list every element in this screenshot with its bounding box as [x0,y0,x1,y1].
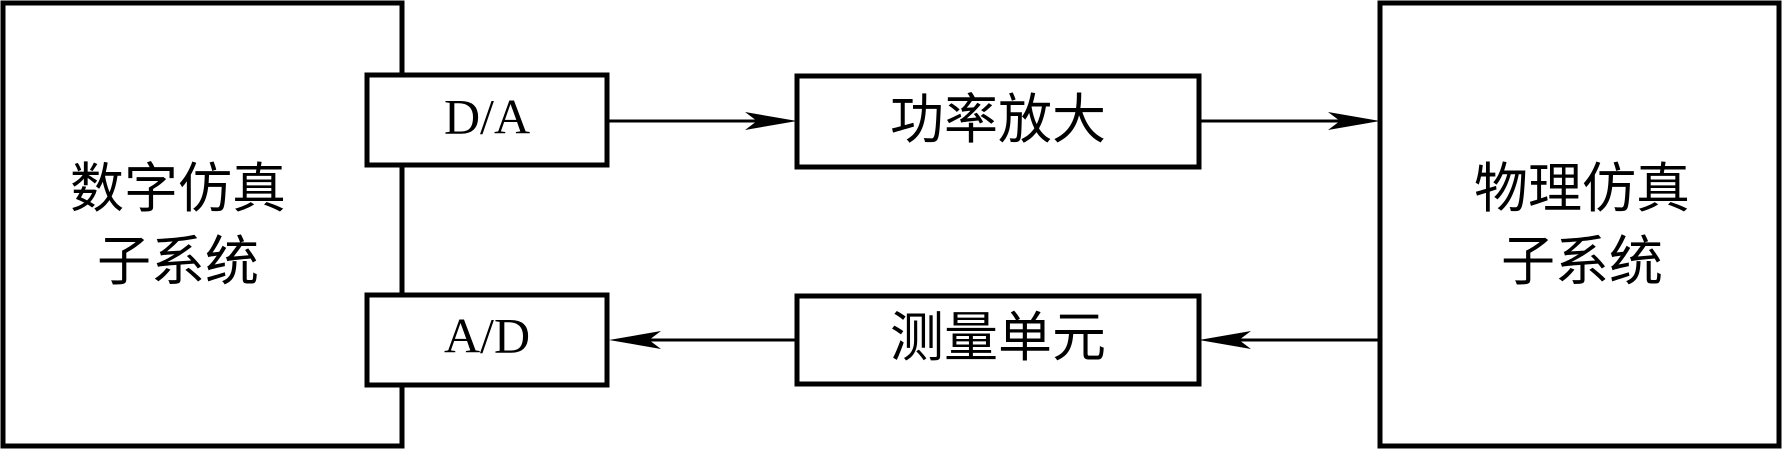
physical-subsystem-label-line2: 子系统 [1501,230,1663,293]
measurement-unit-label: 测量单元 [890,306,1106,369]
digital-subsystem-label-line1: 数字仿真 [70,157,286,220]
measurement-unit-block: 测量单元 [794,293,1202,387]
arrowhead-left-icon [609,331,661,349]
arrow-da-to-power-amplifier [609,112,797,130]
da-converter-block: D/A [364,72,610,168]
arrow-measurement-unit-to-ad [609,331,795,349]
digital-subsystem-block: 数字仿真 子系统 [0,0,405,449]
arrow-physical-to-measurement-unit [1199,331,1378,349]
physical-subsystem-label-line1: 物理仿真 [1474,157,1690,220]
da-converter-label: D/A [444,88,530,144]
arrowhead-right-icon [1328,112,1380,130]
power-amplifier-label: 功率放大 [890,88,1106,151]
ad-converter-label: A/D [444,307,530,363]
digital-subsystem-label-line2: 子系统 [97,230,259,293]
ad-converter-block: A/D [364,292,610,388]
power-amplifier-block: 功率放大 [794,73,1202,170]
arrowhead-left-icon [1199,331,1251,349]
arrowhead-right-icon [745,112,797,130]
arrow-power-amplifier-to-physical [1201,112,1380,130]
physical-subsystem-block: 物理仿真 子系统 [1377,0,1782,449]
